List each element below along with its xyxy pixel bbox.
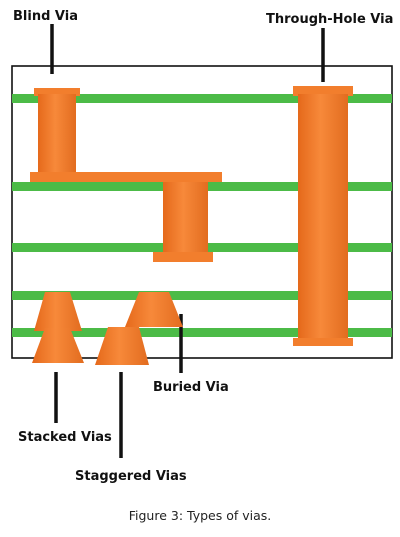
label-buried-via: Buried Via (153, 380, 229, 395)
pcb-board-outline (11, 65, 393, 359)
pcb-layer-1 (12, 94, 392, 103)
pcb-layer-5 (12, 328, 392, 337)
label-through-hole-via: Through-Hole Via (266, 12, 393, 27)
blind-via (30, 88, 222, 182)
pcb-layer-4 (12, 291, 392, 300)
through-hole-via (293, 86, 353, 346)
buried-via (153, 182, 213, 262)
label-staggered-vias: Staggered Vias (75, 469, 187, 484)
label-stacked-vias: Stacked Vias (18, 430, 112, 445)
label-blind-via: Blind Via (13, 9, 78, 24)
figure-caption: Figure 3: Types of vias. (129, 508, 272, 523)
staggered-vias (95, 292, 183, 365)
stacked-vias (32, 292, 84, 363)
